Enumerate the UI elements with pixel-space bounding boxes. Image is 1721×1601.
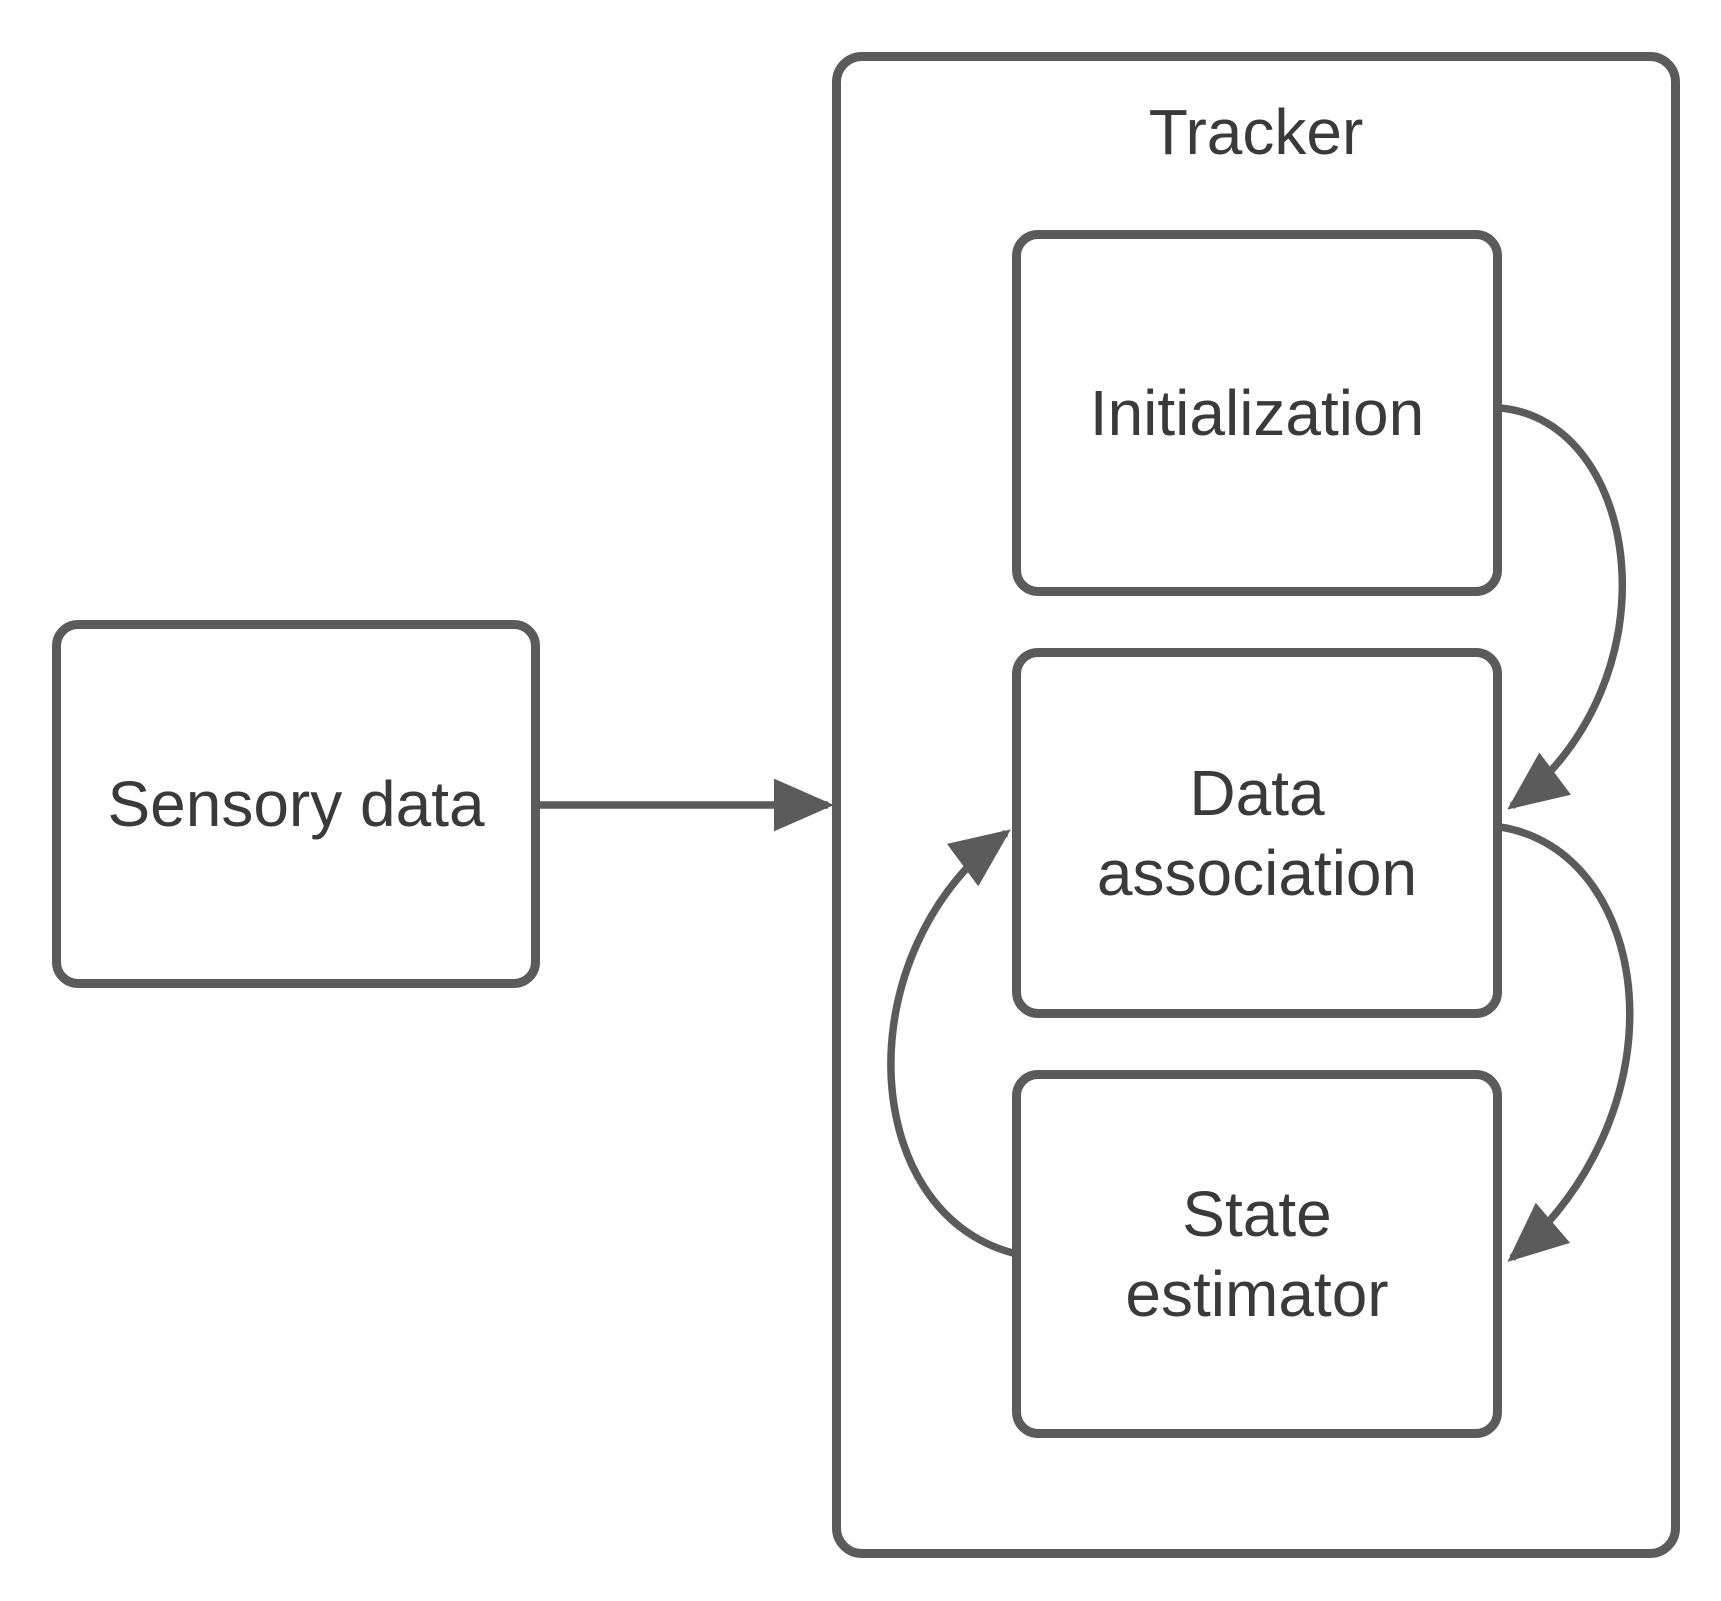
state-estimator-label: State estimator bbox=[1012, 1070, 1502, 1438]
data-association-label-line2: association bbox=[1096, 837, 1418, 909]
sensory-data-node bbox=[52, 620, 540, 988]
state-estimator-label-line1: State bbox=[1182, 1178, 1332, 1250]
state-estimator-label-line2: estimator bbox=[1125, 1258, 1389, 1330]
initialization-node bbox=[1012, 230, 1502, 596]
tracker-title-text: Tracker bbox=[1148, 96, 1364, 168]
sensory-data-label: Sensory data bbox=[52, 620, 540, 988]
tracker-title: Tracker bbox=[832, 92, 1680, 172]
initialization-label-text: Initialization bbox=[1089, 377, 1425, 449]
sensory-data-label-text: Sensory data bbox=[107, 768, 485, 840]
state-estimator-node bbox=[1012, 1070, 1502, 1438]
data-association-node bbox=[1012, 648, 1502, 1018]
initialization-label: Initialization bbox=[1012, 230, 1502, 596]
data-association-label-line1: Data bbox=[1189, 757, 1325, 829]
data-association-label: Data association bbox=[1012, 648, 1502, 1018]
